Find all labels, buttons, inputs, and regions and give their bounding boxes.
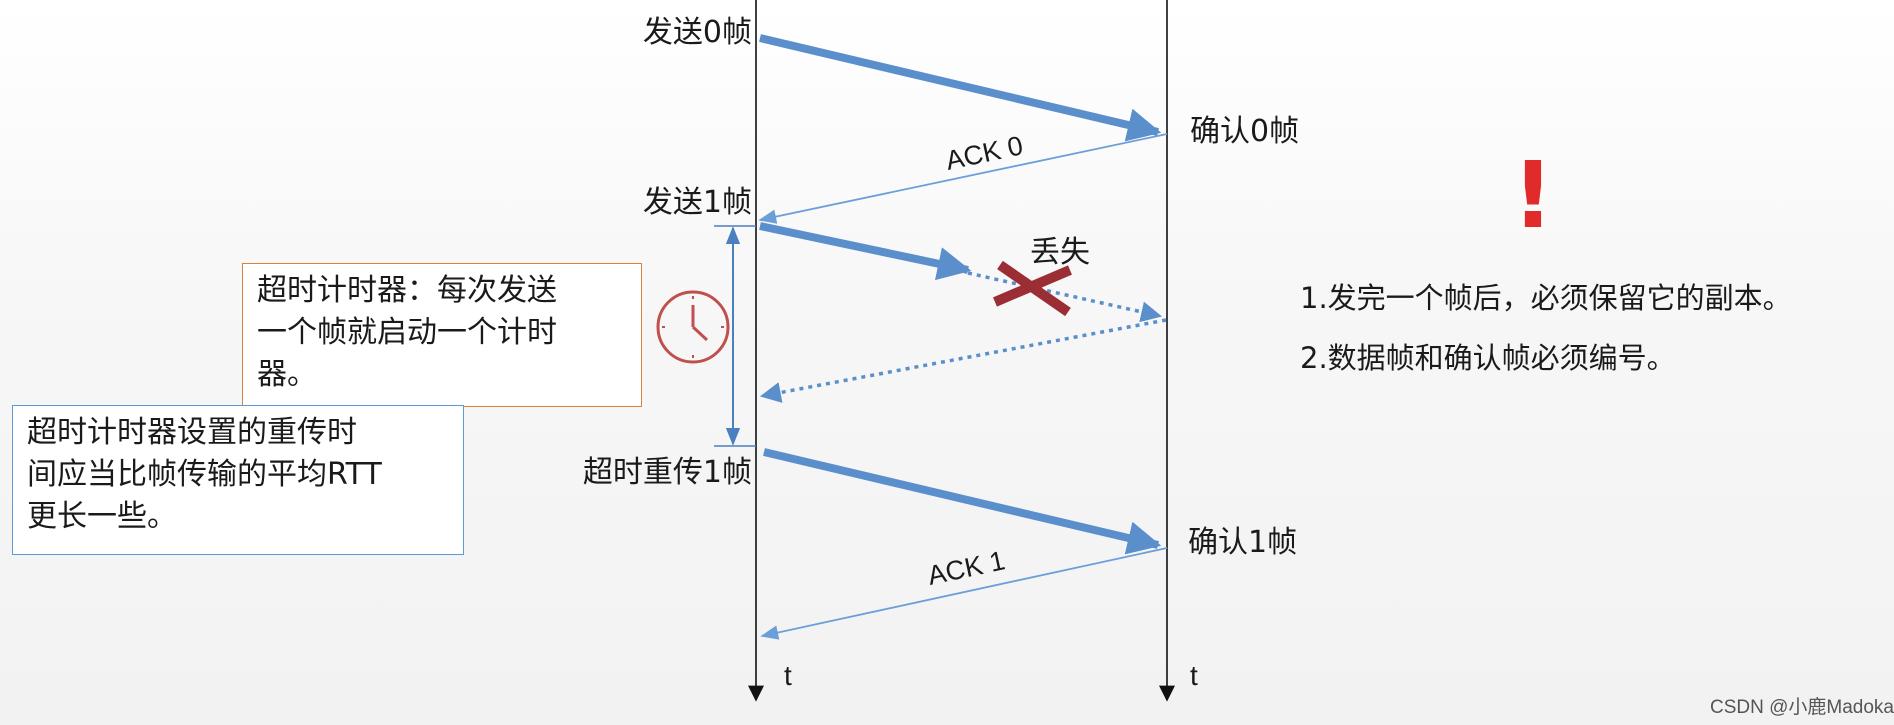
cross-icon bbox=[993, 260, 1072, 317]
key-notes: 1.发完一个帧后，必须保留它的副本。 2.数据帧和确认帧必须编号。 bbox=[1300, 268, 1792, 388]
ack0-label: ACK 0 bbox=[943, 130, 1026, 176]
frame1-lost-path bbox=[967, 271, 1163, 323]
confirm-frame0-label: 确认0帧 bbox=[1190, 114, 1299, 149]
retransmit-frame1-label: 超时重传1帧 bbox=[583, 455, 752, 490]
rtt-line-3: 更长一些。 bbox=[27, 499, 177, 534]
clock-icon bbox=[656, 290, 730, 364]
lost-label: 丢失 bbox=[1030, 235, 1090, 270]
watermark: CSDN @小鹿Madoka bbox=[1710, 697, 1894, 718]
note-item: 1.发完一个帧后，必须保留它的副本。 bbox=[1300, 281, 1792, 315]
sender-time-label: t bbox=[784, 660, 792, 691]
timeout-return-path bbox=[759, 318, 1167, 403]
ack1-label: ACK 1 bbox=[925, 545, 1008, 591]
rtt-line-1: 超时计时器设置的重传时 bbox=[27, 415, 357, 450]
frame0-arrow bbox=[759, 34, 1162, 142]
rtt-line-2: 间应当比帧传输的平均RTT bbox=[27, 457, 382, 492]
send-frame1-label: 发送1帧 bbox=[643, 185, 752, 220]
exclamation-icon: ! bbox=[1512, 142, 1554, 249]
note-item: 2.数据帧和确认帧必须编号。 bbox=[1300, 341, 1676, 375]
confirm-frame1-label: 确认1帧 bbox=[1188, 525, 1297, 560]
retransmit-arrow bbox=[763, 448, 1162, 555]
rtt-description-box: 超时计时器设置的重传时 间应当比帧传输的平均RTT 更长一些。 bbox=[12, 405, 464, 555]
timer-line-2: 一个帧就启动一个计时 bbox=[257, 315, 557, 350]
send-frame0-label: 发送0帧 bbox=[643, 15, 752, 50]
ack0-arrow bbox=[758, 133, 1168, 224]
timer-interval-bracket bbox=[714, 225, 756, 447]
ack1-arrow bbox=[760, 547, 1168, 640]
timer-line-1: 超时计时器：每次发送 bbox=[257, 273, 557, 308]
frame1-arrow bbox=[759, 222, 972, 281]
timer-line-3: 器。 bbox=[257, 357, 317, 392]
receiver-time-label: t bbox=[1190, 660, 1198, 691]
timer-description-box: 超时计时器：每次发送 一个帧就启动一个计时 器。 bbox=[242, 263, 642, 407]
